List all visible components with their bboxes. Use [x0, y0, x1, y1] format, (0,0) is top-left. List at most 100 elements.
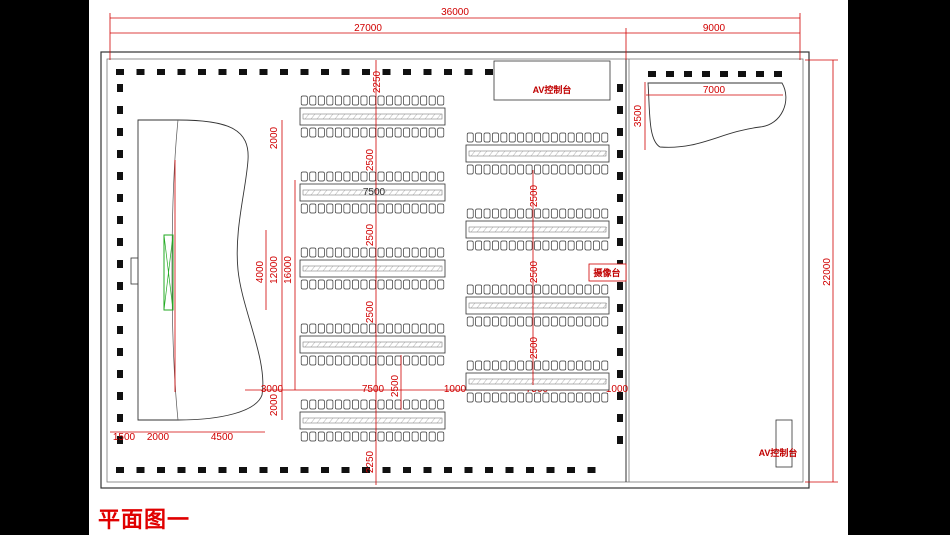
table-row	[465, 284, 610, 327]
top-dimensions	[109, 13, 801, 60]
speaker-icon	[117, 106, 123, 114]
dim-row-gap-bottom: 2250	[365, 450, 376, 473]
dim-screen-h1: 2000	[269, 126, 280, 149]
speaker-icon	[567, 467, 575, 473]
speaker-icon	[485, 69, 493, 75]
camera-stand	[588, 263, 627, 282]
speaker-icon	[774, 71, 782, 77]
drawing-caption: 平面图一	[98, 508, 191, 533]
speaker-icon	[321, 467, 329, 473]
speaker-icon	[117, 128, 123, 136]
dim-side-room-width: 9000	[703, 23, 726, 34]
dim-screen-span2: 12000	[269, 256, 280, 284]
speaker-icon	[617, 370, 623, 378]
dim-aisle-mid: 1000	[444, 384, 467, 395]
speaker-icon	[116, 467, 124, 473]
speaker-icon	[239, 69, 247, 75]
speaker-icon	[117, 282, 123, 290]
speaker-icon	[239, 467, 247, 473]
speaker-icon	[177, 69, 186, 75]
speaker-icon	[444, 467, 452, 473]
dim-left-gap: 3000	[261, 384, 284, 395]
av-console-side-label: AV控制台	[759, 447, 798, 458]
speaker-icon	[505, 467, 514, 473]
av-console-main-label: AV控制台	[533, 84, 572, 95]
speaker-icon	[648, 71, 656, 77]
speaker-icon	[756, 71, 764, 77]
speaker-icon	[617, 84, 623, 92]
speaker-icon	[117, 194, 123, 202]
building-inner-outline	[106, 58, 804, 483]
speaker-icon	[362, 467, 370, 473]
speaker-icon	[702, 71, 710, 77]
table-row	[299, 95, 446, 138]
speaker-icon	[198, 69, 206, 75]
speaker-icon	[485, 467, 493, 473]
table-row	[465, 132, 610, 175]
table-row	[299, 247, 446, 290]
speaker-icon	[403, 69, 411, 75]
dim-row-gap-b2: 2500	[529, 260, 540, 283]
speaker-icon	[403, 467, 411, 473]
classroom-tables	[299, 95, 610, 442]
speaker-icon	[218, 467, 227, 473]
dim-row-gap-b1: 2500	[529, 184, 540, 207]
speaker-icon	[117, 216, 123, 224]
speaker-icon	[617, 392, 623, 400]
speaker-icon	[117, 238, 123, 246]
speaker-icon	[546, 467, 555, 473]
dim-bottom-2000: 2000	[147, 432, 170, 443]
dim-stage-width: 7000	[703, 85, 726, 96]
speaker-icon	[136, 467, 145, 473]
speaker-icon	[617, 106, 623, 114]
row-gap-dimensions	[375, 60, 534, 485]
speaker-icon	[117, 150, 123, 158]
speaker-icon	[117, 172, 123, 180]
dim-aisle-right: 1000	[606, 384, 629, 395]
speaker-icon	[423, 69, 432, 75]
dim-table-len-a: 7500	[363, 187, 386, 198]
av-console-main	[493, 60, 611, 101]
speaker-icon	[684, 71, 692, 77]
dim-screen-span3: 16000	[283, 256, 294, 284]
dim-screen-h2: 2000	[269, 393, 280, 416]
speaker-icon	[117, 370, 123, 378]
table-row	[299, 171, 446, 214]
speaker-icon	[117, 392, 123, 400]
speaker-icon	[617, 216, 623, 224]
speaker-icon	[617, 436, 623, 444]
speaker-icon	[157, 467, 165, 473]
speaker-icon	[117, 436, 123, 444]
speaker-icon	[423, 467, 432, 473]
speaker-icon	[117, 304, 123, 312]
speaker-icon	[136, 69, 145, 75]
dim-row-gap-a3: 2500	[365, 300, 376, 323]
speaker-icon	[617, 282, 623, 290]
speaker-icon	[198, 467, 206, 473]
speaker-icon	[617, 172, 623, 180]
speaker-icon	[587, 467, 596, 473]
speaker-icon	[259, 69, 268, 75]
speaker-icon	[259, 467, 268, 473]
speaker-icon	[617, 304, 623, 312]
building-outline	[100, 51, 810, 489]
dim-row-gap-b3: 2500	[529, 336, 540, 359]
dim-bottom-1500: 1500	[113, 432, 136, 443]
speaker-icon	[117, 84, 123, 92]
dim-total-depth: 22000	[822, 258, 833, 286]
speaker-icon	[117, 414, 123, 422]
dim-row-gap-top: 2250	[372, 70, 383, 93]
speaker-icon	[666, 71, 674, 77]
speaker-icon	[341, 69, 350, 75]
dim-table-len-c: 7500	[362, 384, 385, 395]
speaker-icon	[218, 69, 227, 75]
stage-backdrop	[130, 119, 264, 421]
table-row	[465, 360, 610, 403]
speaker-icon	[617, 326, 623, 334]
dim-main-hall-width: 27000	[354, 23, 382, 34]
dim-total-width: 36000	[441, 7, 469, 18]
table-row	[299, 323, 446, 366]
dim-stage-depth: 3500	[633, 104, 644, 127]
dim-row-gap-a4: 2500	[390, 374, 401, 397]
speaker-icon	[382, 69, 391, 75]
